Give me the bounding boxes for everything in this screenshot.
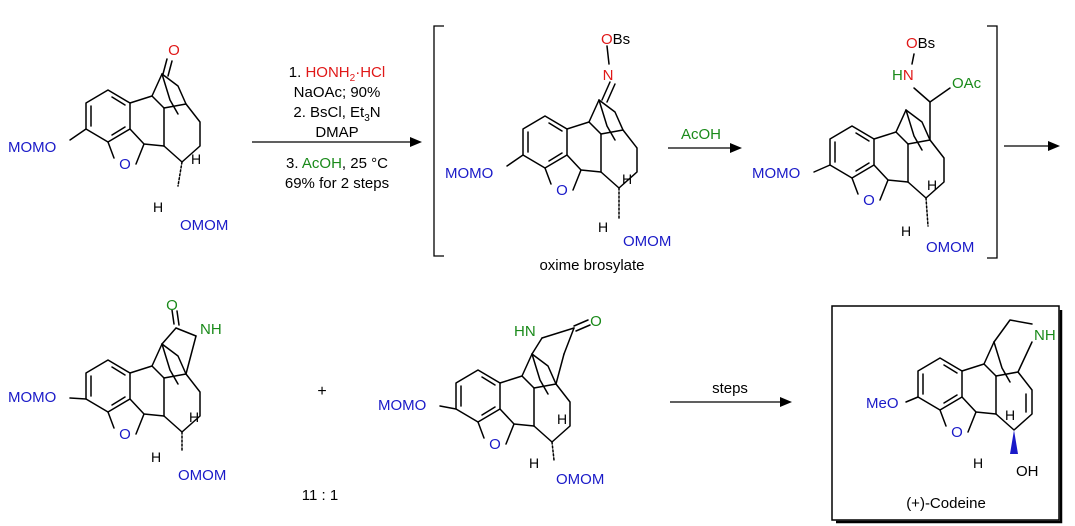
compound-lactam-minor: HN O MOMO O H H OMOM <box>378 313 604 488</box>
lactam-o: O <box>166 297 178 314</box>
acetoxy-hn: HN <box>892 67 914 84</box>
momo-label: MOMO <box>8 139 56 156</box>
lactam-nh: NH <box>200 321 222 338</box>
ring-o-6: O <box>951 424 963 441</box>
momo-label-2: MOMO <box>445 165 493 182</box>
oxime-n: N <box>603 67 614 84</box>
compound-lactam-major: O NH MOMO O H H OMOM <box>8 297 226 484</box>
h-ring-6: H <box>1005 407 1015 423</box>
codeine-nh: NH <box>1034 327 1056 344</box>
arrow-step2: AcOH <box>668 126 742 153</box>
acetoxy-obs: OBs <box>906 35 935 52</box>
ring-o-4: O <box>119 426 131 443</box>
reagent-acoh: AcOH <box>681 126 721 143</box>
reagent-steps: steps <box>712 380 748 397</box>
compound-acetoxy-intermediate: OAc HN OBs MOMO O H H OMOM <box>752 35 982 256</box>
svg-text:DMAP: DMAP <box>315 124 358 141</box>
svg-text:1. HONH2·HCl: 1. HONH2·HCl <box>289 64 385 84</box>
h-left-4: H <box>151 449 161 465</box>
h-ring-2: H <box>622 171 632 187</box>
plus-sign: + <box>317 383 326 400</box>
ketone-o: O <box>168 42 180 59</box>
lactam-minor-hn: HN <box>514 323 536 340</box>
carbonyl-bond <box>167 60 173 77</box>
svg-text:NaOAc; 90%: NaOAc; 90% <box>294 84 381 101</box>
ketone-skeleton <box>85 73 201 165</box>
ratio-label: 11 : 1 <box>302 487 338 504</box>
bracket-right <box>987 25 998 259</box>
ring-o-2: O <box>556 182 568 199</box>
ring-o-3: O <box>863 192 875 209</box>
omom-label-3: OMOM <box>926 239 974 256</box>
h-ring-4: H <box>189 409 199 425</box>
compound-ketone: O MOMO O H H OMOM <box>8 42 228 234</box>
svg-text:2. BsCl, Et3N: 2. BsCl, Et3N <box>293 104 380 124</box>
h-left-5: H <box>529 455 539 471</box>
momo-label-4: MOMO <box>8 389 56 406</box>
arrow-step1 <box>252 137 422 147</box>
ring-o: O <box>119 156 131 173</box>
arrow-continue <box>1004 141 1060 151</box>
h-ring-5: H <box>557 411 567 427</box>
arrow-steps: steps <box>670 380 792 407</box>
omom-label-4: OMOM <box>178 467 226 484</box>
h-left-6: H <box>973 455 983 471</box>
oxime-brosylate-label: oxime brosylate <box>539 257 644 274</box>
h-left-3: H <box>901 223 911 239</box>
codeine-name: (+)-Codeine <box>906 495 986 512</box>
h-left-2: H <box>598 219 608 235</box>
reagents-step1: 1. HONH2·HCl NaOAc; 90% 2. BsCl, Et3N DM… <box>285 64 389 192</box>
acetoxy-oac: OAc <box>952 75 982 92</box>
codeine-box-shadow <box>836 310 1063 524</box>
h-left: H <box>153 199 163 215</box>
omom-label: OMOM <box>180 217 228 234</box>
compound-codeine: NH MeO O H H OH <box>866 319 1056 480</box>
oxime-obs: OBs <box>601 31 630 48</box>
meo-label: MeO <box>866 395 899 412</box>
compound-oxime-brosylate: N OBs MOMO O H H OMOM <box>445 31 671 250</box>
momo-label-3: MOMO <box>752 165 800 182</box>
lactam-minor-o: O <box>590 313 602 330</box>
svg-text:3. AcOH, 25 °C: 3. AcOH, 25 °C <box>286 155 388 172</box>
codeine-oh: OH <box>1016 463 1039 480</box>
momo-label-5: MOMO <box>378 397 426 414</box>
codeine-box <box>831 305 1060 521</box>
bracket-left <box>433 25 444 257</box>
svg-text:69% for 2 steps: 69% for 2 steps <box>285 175 389 192</box>
h-ring: H <box>191 151 201 167</box>
omom-label-2: OMOM <box>623 233 671 250</box>
ring-o-5: O <box>489 436 501 453</box>
h-ring-3: H <box>927 177 937 193</box>
omom-label-5: OMOM <box>556 471 604 488</box>
